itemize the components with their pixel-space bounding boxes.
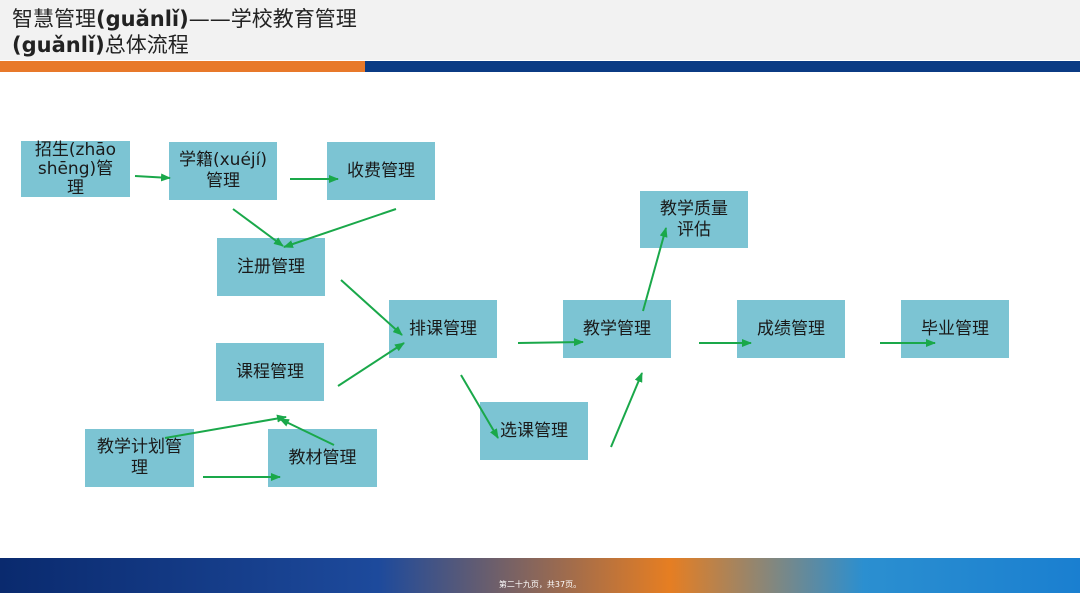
title-line1-suffix: ——学校教育管理 — [188, 7, 357, 31]
title-line1-prefix: 智慧管理 — [12, 7, 96, 31]
arrow-zhaosheng-xueji — [134, 173, 171, 182]
node-biye: 毕业管理 — [901, 300, 1009, 358]
footer-band — [0, 558, 1080, 593]
page-number-label: 第二十九页，共37页。 — [498, 580, 582, 589]
title-line2-pinyin: (guǎnlǐ) — [12, 33, 105, 57]
title-line1-pinyin: (guǎnlǐ) — [96, 7, 189, 31]
node-xueji: 学籍(xuéjí) 管理 — [169, 142, 277, 200]
title-line2-suffix: 总体流程 — [104, 33, 189, 57]
node-zhiliang: 教学质量 评估 — [640, 191, 748, 248]
arrow-xuanke-jiaoxue — [610, 372, 643, 448]
node-zhuce: 注册管理 — [217, 238, 325, 296]
node-paike: 排课管理 — [389, 300, 497, 358]
node-shoufei: 收费管理 — [327, 142, 435, 200]
page-title: 智慧管理(guǎnlǐ)——学校教育管理(guǎnlǐ)总体流程 — [12, 6, 357, 58]
header-stripe-blue — [365, 61, 1080, 72]
header-stripe-orange — [0, 61, 365, 72]
node-zhaosheng: 招生(zhāo shēng)管 理 — [21, 140, 130, 197]
node-chengji: 成绩管理 — [737, 300, 845, 358]
node-xuanke: 选课管理 — [480, 402, 588, 460]
node-jiaoxue-jihua: 教学计划管 理 — [85, 429, 194, 487]
node-jiaoxue: 教学管理 — [563, 300, 671, 358]
title-band: 智慧管理(guǎnlǐ)——学校教育管理(guǎnlǐ)总体流程 — [0, 0, 1080, 60]
node-kecheng: 课程管理 — [216, 343, 324, 401]
node-jiaocai: 教材管理 — [268, 429, 377, 487]
